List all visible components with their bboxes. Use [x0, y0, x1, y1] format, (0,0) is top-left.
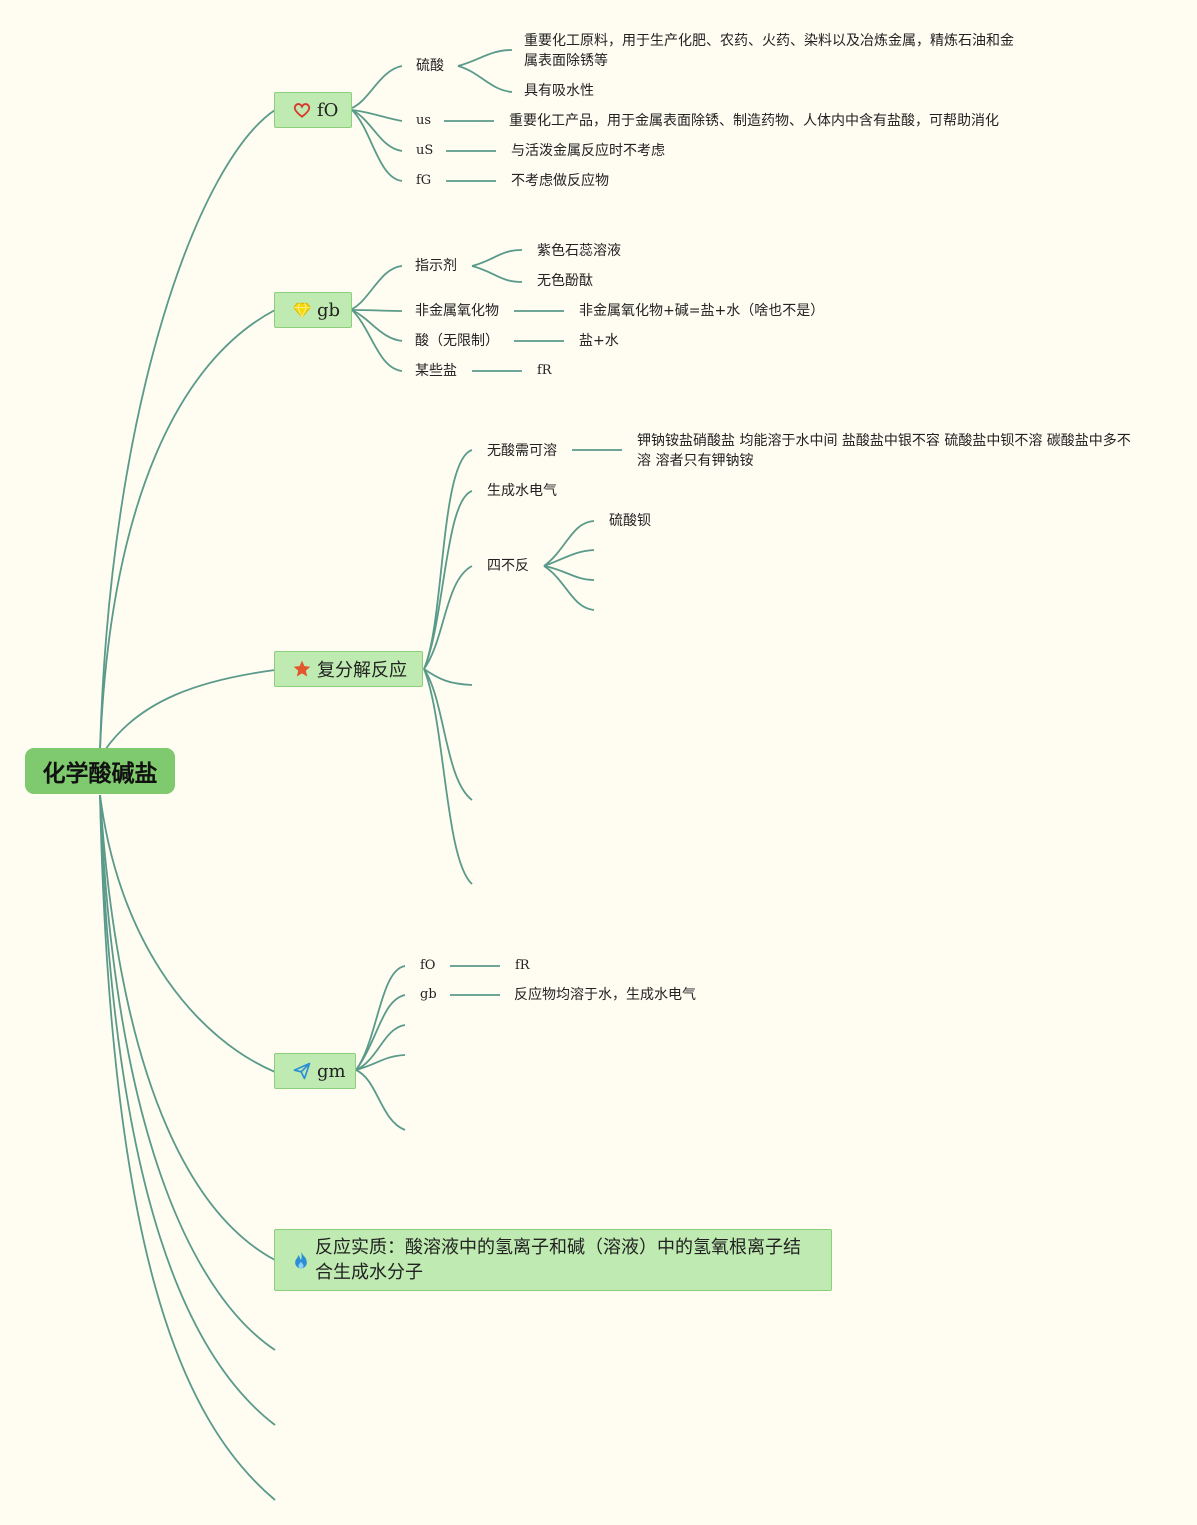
branch-label: 反应实质：酸溶液中的氢离子和碱（溶液）中的氢氧根离子结合生成水分子: [315, 1237, 801, 1283]
branch-label: gm: [317, 1060, 346, 1082]
topic-detail[interactable]: 具有吸水性: [524, 83, 594, 99]
branch-gm[interactable]: gm: [274, 1053, 356, 1089]
topic-fO[interactable]: fO: [420, 958, 436, 973]
topic-detail[interactable]: 重要化工产品，用于金属表面除锈、制造药物、人体内中含有盐酸，可帮助消化: [509, 113, 999, 129]
branch-double-decomposition[interactable]: 复分解反应: [274, 651, 423, 687]
topic-detail[interactable]: 反应物均溶于水，生成水电气: [514, 987, 696, 1003]
topic-four-no-react[interactable]: 四不反: [487, 558, 529, 574]
topic-fG[interactable]: fG: [416, 173, 432, 188]
topic-some-salts[interactable]: 某些盐: [415, 363, 457, 379]
topic-detail[interactable]: 钾钠铵盐硝酸盐 均能溶于水中间 盐酸盐中银不容 硫酸盐中钡不溶 碳酸盐中多不溶 …: [637, 433, 1131, 469]
branch-reaction-essence[interactable]: 反应实质：酸溶液中的氢离子和碱（溶液）中的氢氧根离子结合生成水分子: [274, 1229, 832, 1291]
topic-detail[interactable]: 与活泼金属反应时不考虑: [511, 143, 665, 159]
topic-detail[interactable]: 无色酚酞: [537, 273, 593, 289]
star-icon: [291, 658, 313, 680]
topic-detail[interactable]: fR: [537, 363, 552, 378]
topic-uS[interactable]: uS: [416, 143, 434, 158]
topic-solubility[interactable]: 无酸需可溶: [487, 443, 557, 459]
topic-detail[interactable]: 盐+水: [579, 333, 619, 349]
topic-detail[interactable]: 非金属氧化物+碱=盐+水（啥也不是）: [579, 303, 825, 319]
branch-label: gb: [317, 299, 341, 321]
flame-icon: [291, 1249, 311, 1271]
heart-icon: [291, 99, 313, 121]
topic-acid[interactable]: 酸（无限制）: [415, 333, 499, 349]
root-topic[interactable]: 化学酸碱盐: [25, 748, 175, 794]
topic-us[interactable]: us: [416, 113, 432, 128]
topic-detail[interactable]: 硫酸钡: [609, 513, 651, 529]
topic-detail[interactable]: fR: [515, 958, 530, 973]
topic-detail[interactable]: 重要化工原料，用于生产化肥、农药、火药、染料以及冶炼金属，精炼石油和金属表面除锈…: [524, 33, 1014, 69]
branch-fO[interactable]: fO: [274, 92, 352, 128]
topic-detail[interactable]: 不考虑做反应物: [511, 173, 609, 189]
branch-label: 复分解反应: [317, 660, 407, 681]
topic-products[interactable]: 生成水电气: [487, 483, 557, 499]
paper-plane-icon: [291, 1060, 313, 1082]
branch-gb[interactable]: gb: [274, 292, 352, 328]
topic-sulfuric-acid[interactable]: 硫酸: [416, 58, 444, 74]
topic-detail[interactable]: 紫色石蕊溶液: [537, 243, 621, 259]
topic-gb[interactable]: gb: [420, 987, 437, 1002]
topic-indicator[interactable]: 指示剂: [415, 258, 457, 274]
topic-nonmetal-oxide[interactable]: 非金属氧化物: [415, 303, 499, 319]
branch-label: fO: [317, 99, 339, 121]
root-label: 化学酸碱盐: [42, 761, 158, 787]
gem-icon: [291, 299, 313, 321]
